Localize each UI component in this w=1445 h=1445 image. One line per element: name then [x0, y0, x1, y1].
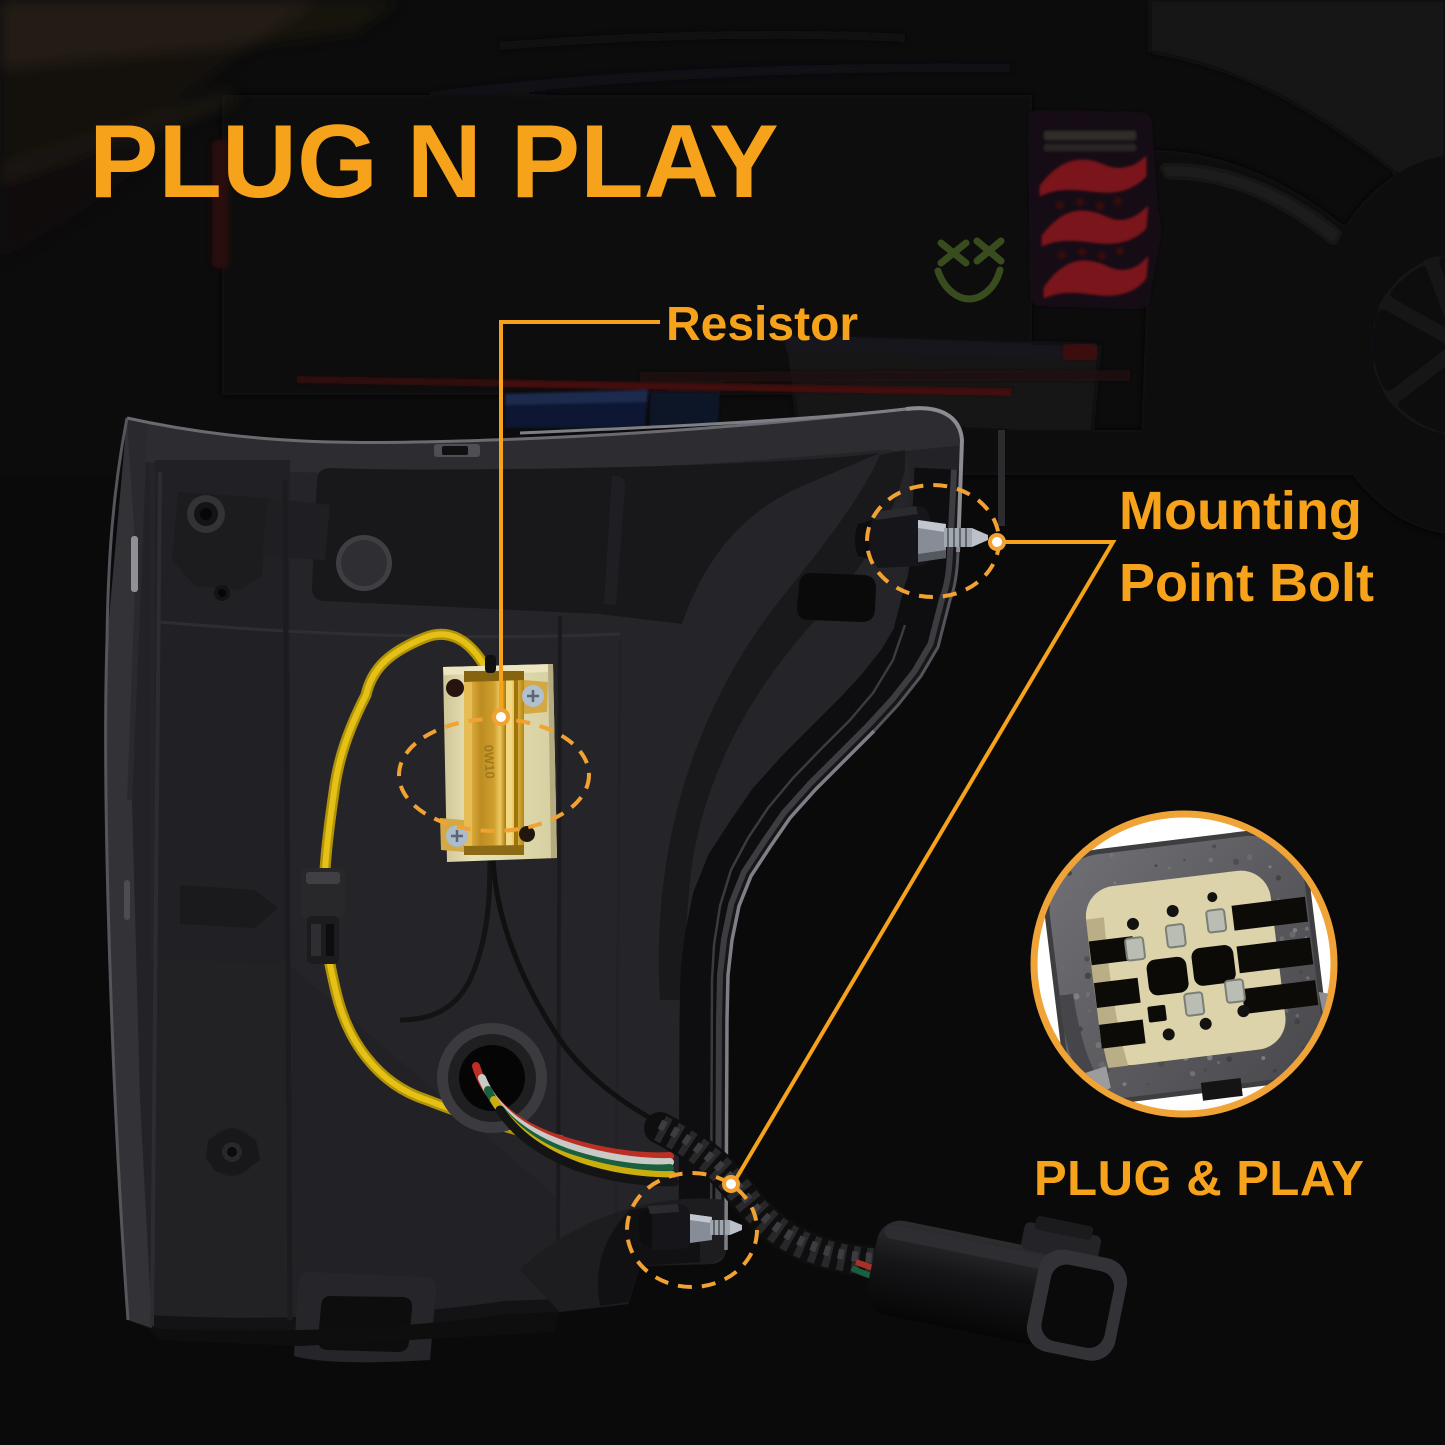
svg-text:PLUG N PLAY: PLUG N PLAY: [89, 104, 779, 220]
svg-text:Mounting: Mounting: [1119, 481, 1362, 541]
svg-text:PLUG & PLAY: PLUG & PLAY: [1034, 1152, 1364, 1206]
svg-text:Point Bolt: Point Bolt: [1119, 553, 1374, 613]
svg-text:0W10: 0W10: [481, 744, 498, 779]
svg-text:Resistor: Resistor: [666, 298, 858, 351]
